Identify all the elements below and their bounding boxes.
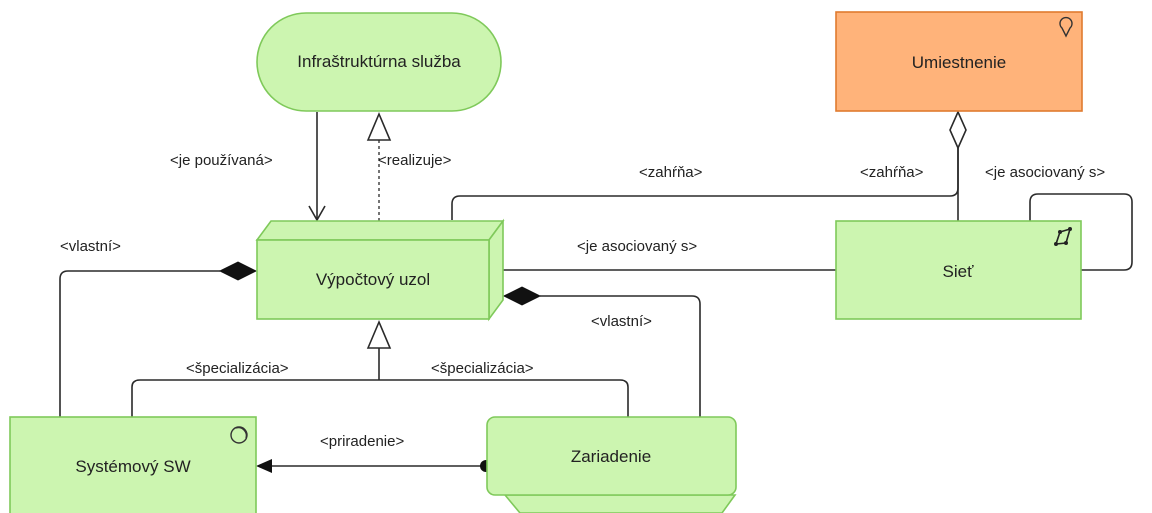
location-node[interactable]: Umiestnenie bbox=[835, 11, 1083, 112]
realizes-edge[interactable] bbox=[366, 111, 392, 221]
assignment-label: <priradenie> bbox=[320, 433, 404, 450]
location-pin-icon bbox=[1059, 16, 1073, 38]
specialization-right-label: <špecializácia> bbox=[431, 360, 534, 377]
aggregation-location-network-edge[interactable] bbox=[949, 110, 967, 221]
aggregation-node-location-edge[interactable] bbox=[451, 148, 959, 220]
system-software-icon bbox=[230, 426, 248, 444]
used-by-edge[interactable] bbox=[308, 112, 326, 222]
infrastructure-service-node[interactable]: Infraštruktúrna služba bbox=[256, 12, 502, 112]
device-label: Zariadenie bbox=[571, 447, 651, 466]
composition-right-edge[interactable] bbox=[502, 286, 701, 417]
infrastructure-service-label: Infraštruktúrna služba bbox=[297, 52, 461, 71]
network-label: Sieť bbox=[943, 262, 975, 281]
computing-node[interactable]: Výpočtový uzol bbox=[255, 218, 505, 322]
device-node[interactable]: Zariadenie bbox=[486, 416, 737, 513]
association-self-label: <je asociovaný s> bbox=[985, 164, 1105, 181]
system-software-node[interactable]: Systémový SW bbox=[9, 416, 257, 513]
realizes-label: <realizuje> bbox=[378, 152, 452, 169]
network-node[interactable]: Sieť bbox=[835, 220, 1082, 320]
composition-left-label: <vlastní> bbox=[60, 238, 121, 255]
location-label: Umiestnenie bbox=[912, 53, 1007, 72]
computing-node-label: Výpočtový uzol bbox=[316, 270, 430, 289]
used-by-label: <je používaná> bbox=[170, 152, 273, 169]
specialization-left-label: <špecializácia> bbox=[186, 360, 289, 377]
association-node-network-label: <je asociovaný s> bbox=[577, 238, 697, 255]
composition-right-label: <vlastní> bbox=[591, 313, 652, 330]
specialization-edges[interactable] bbox=[131, 319, 629, 417]
network-icon bbox=[1054, 227, 1072, 246]
assignment-edge[interactable] bbox=[256, 459, 492, 473]
system-software-label: Systémový SW bbox=[75, 457, 190, 476]
association-self-edge[interactable] bbox=[1029, 193, 1133, 271]
aggregation-label: <zahŕňa> bbox=[639, 164, 703, 181]
composition-left-edge[interactable] bbox=[59, 261, 258, 417]
aggregation-location-label: <zahŕňa> bbox=[860, 164, 924, 181]
